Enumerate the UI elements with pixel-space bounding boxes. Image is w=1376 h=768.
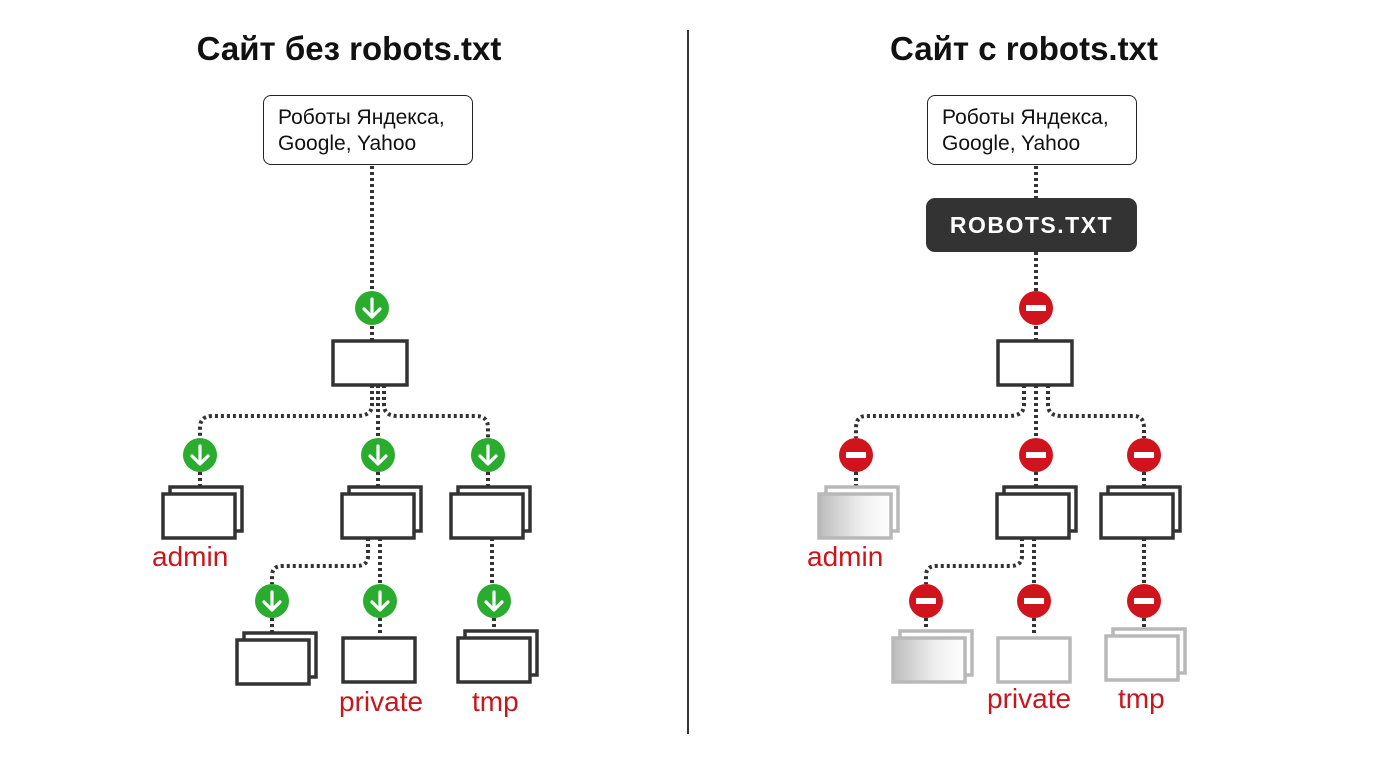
panel-divider bbox=[687, 30, 689, 734]
right-private-blocked-icon bbox=[1017, 584, 1051, 618]
robots-txt-badge: ROBOTS.TXT bbox=[926, 198, 1137, 252]
left-admin-allowed-icon bbox=[183, 438, 217, 472]
left-tmp-folder bbox=[456, 629, 539, 684]
right-link-root-to-admin bbox=[854, 385, 1026, 438]
left-tmp-allowed-icon-2 bbox=[477, 584, 511, 618]
right-middle-blocked-icon bbox=[1019, 438, 1053, 472]
left-root-allowed-icon bbox=[355, 291, 389, 325]
left-tmp-allowed-icon bbox=[471, 438, 505, 472]
left-middle-allowed-icon bbox=[361, 438, 395, 472]
left-private-allowed-icon bbox=[363, 584, 397, 618]
left-private-folder bbox=[341, 636, 417, 684]
left-tmp-label: tmp bbox=[472, 686, 519, 717]
left-link-middle-to-unnamed bbox=[270, 538, 370, 584]
left-root-folder bbox=[331, 339, 409, 387]
right-middle-folder bbox=[995, 485, 1078, 540]
right-link-root-to-tmp bbox=[1046, 385, 1146, 438]
right-admin-blocked-icon bbox=[839, 438, 873, 472]
right-link-middle-to-unnamed bbox=[924, 538, 1024, 584]
left-link-root-to-tmp bbox=[382, 385, 490, 438]
left-crawlers-line1: Роботы Яндекса, bbox=[278, 106, 445, 129]
right-tmp-blocked-icon bbox=[1127, 438, 1161, 472]
left-middle-folder bbox=[340, 485, 423, 540]
left-private-label: private bbox=[339, 686, 424, 717]
left-tmp-parent-folder bbox=[449, 485, 532, 540]
left-admin-folder bbox=[161, 485, 244, 540]
left-unnamed-allowed-icon bbox=[255, 584, 289, 618]
right-crawlers-line1: Роботы Яндекса, bbox=[942, 106, 1109, 129]
right-unnamed-folder bbox=[891, 629, 974, 684]
left-link-root-to-admin bbox=[198, 385, 374, 438]
right-unnamed-blocked-icon bbox=[909, 584, 943, 618]
right-admin-folder bbox=[817, 485, 900, 540]
right-tmp-folder bbox=[1104, 627, 1187, 682]
left-crawlers-box: Роботы Яндекса, Google, Yahoo bbox=[263, 95, 473, 165]
right-private-label: private bbox=[987, 683, 1072, 714]
left-unnamed-folder bbox=[235, 631, 318, 686]
right-admin-label: admin bbox=[807, 541, 884, 572]
right-private-folder bbox=[996, 636, 1072, 684]
right-root-blocked-icon bbox=[1019, 291, 1053, 325]
right-crawlers-box: Роботы Яндекса, Google, Yahoo bbox=[927, 95, 1137, 165]
right-tmp-label: tmp bbox=[1118, 683, 1165, 714]
right-crawlers-line2: Google, Yahoo bbox=[942, 132, 1081, 155]
right-tmp-parent-folder bbox=[1099, 485, 1182, 540]
right-tmp-blocked-icon-2 bbox=[1127, 584, 1161, 618]
right-root-folder bbox=[996, 339, 1074, 387]
right-panel-title: Сайт с robots.txt bbox=[890, 30, 1158, 67]
left-admin-label: admin bbox=[152, 541, 229, 572]
left-panel-title: Сайт без robots.txt bbox=[196, 30, 502, 67]
left-crawlers-line2: Google, Yahoo bbox=[278, 132, 417, 155]
